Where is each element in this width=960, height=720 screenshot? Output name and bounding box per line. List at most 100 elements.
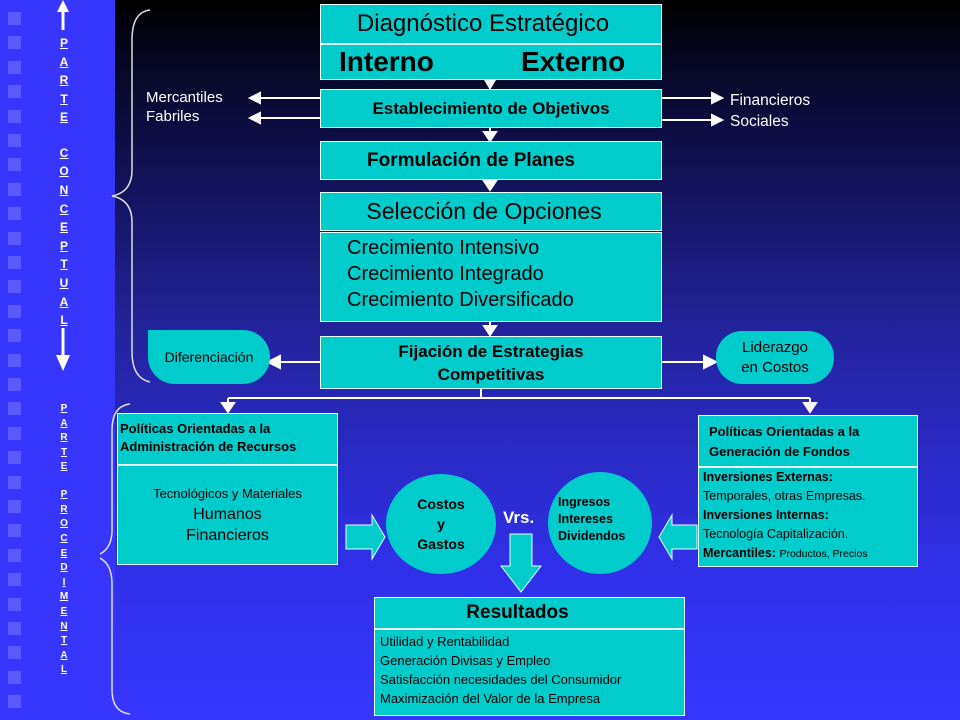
- side-letter: D: [60, 562, 68, 574]
- side-letter: T: [60, 446, 68, 458]
- strip-square: [8, 402, 21, 416]
- side-letter: E: [60, 461, 68, 473]
- planes-title: Formulación de Planes: [367, 149, 575, 171]
- side-letter: A: [60, 417, 68, 429]
- recursos-list-box: Tecnológicos y Materiales Humanos Financ…: [117, 465, 338, 565]
- objetivos-box: Establecimiento de Objetivos: [320, 89, 662, 128]
- planes-box: Formulación de Planes: [320, 141, 662, 180]
- mercantiles-fondos-text: Productos, Precios: [779, 548, 868, 560]
- estrategias-box: Fijación de Estrategias Competitivas: [320, 336, 662, 389]
- side-letter: L: [60, 664, 68, 676]
- estrategias-title-line2: Competitivas: [437, 364, 545, 384]
- strip-square: [8, 109, 21, 123]
- fondos-title-line1: Políticas Orientadas a la: [709, 424, 860, 439]
- estrategias-title-line1: Fijación de Estrategias: [398, 341, 584, 361]
- opcion-item: Crecimiento Diversificado: [347, 289, 574, 311]
- strip-square: [8, 646, 21, 660]
- ingresos-line: Ingresos: [558, 495, 611, 509]
- objetivos-title: Establecimiento de Objetivos: [372, 98, 610, 118]
- fabriles-label: Fabriles: [146, 108, 200, 125]
- side-letter: P: [60, 489, 68, 501]
- resultado-item: Satisfacción necesidades del Consumidor: [380, 672, 622, 687]
- strip-square: [8, 378, 21, 391]
- costos-line: Costos: [417, 496, 465, 512]
- side-letter: T: [60, 257, 68, 272]
- side-letter: E: [59, 110, 68, 125]
- inversiones-internas-label: Inversiones Internas:: [703, 508, 829, 522]
- strip-square: [8, 280, 21, 294]
- mercantiles-fondos-label: Mercantiles:: [703, 546, 776, 560]
- strip-square: [8, 353, 21, 367]
- side-letter: R: [60, 432, 68, 444]
- opciones-title-box: Selección de Opciones: [320, 192, 662, 231]
- strip-square: [8, 670, 21, 684]
- inversiones-externas-text: Temporales, otras Empresas.: [703, 489, 866, 503]
- inversiones-internas-text: Tecnología Capitalización.: [703, 527, 849, 541]
- costos-circle: Costos y Gastos: [386, 474, 496, 574]
- strip-square: [8, 36, 21, 50]
- side-letter: I: [62, 576, 66, 588]
- strip-square: [8, 304, 21, 318]
- side-letter: P: [59, 36, 68, 50]
- diagnostico-title: Diagnóstico Estratégico: [356, 10, 610, 37]
- side-letter: M: [59, 591, 69, 603]
- side-strip: [0, 0, 115, 720]
- side-letter: P: [60, 403, 68, 414]
- strip-square: [8, 524, 21, 538]
- side-letter: T: [60, 91, 68, 106]
- vertical-double-arrow: [56, 0, 70, 371]
- strip-square: [8, 548, 21, 562]
- strip-square: [8, 573, 21, 587]
- strip-square: [8, 329, 21, 343]
- fondos-list-box: Inversiones Externas: Temporales, otras …: [698, 467, 918, 567]
- costos-line: y: [437, 516, 445, 532]
- side-letter: U: [59, 275, 69, 290]
- side-letter: N: [60, 620, 68, 632]
- side-letter: R: [60, 503, 68, 515]
- side-letter: N: [59, 182, 69, 197]
- recursos-title-line2: Administración de Recursos: [120, 439, 297, 454]
- externo-label: Externo: [521, 46, 626, 77]
- recursos-title-line1: Políticas Orientadas a la: [120, 421, 271, 436]
- side-letter: A: [59, 294, 69, 309]
- recursos-item: Tecnológicos y Materiales: [153, 486, 302, 501]
- opciones-title: Selección de Opciones: [366, 198, 602, 224]
- resultados-title: Resultados: [466, 602, 569, 623]
- resultado-item: Utilidad y Rentabilidad: [380, 634, 510, 649]
- resultados-title-box: Resultados: [374, 597, 685, 629]
- ingresos-line: Intereses: [558, 512, 613, 526]
- side-letter: E: [60, 605, 68, 617]
- side-letter: C: [59, 201, 69, 216]
- strip-square: [8, 207, 21, 221]
- recursos-item: Financieros: [186, 527, 269, 544]
- resultado-item: Generación Divisas y Empleo: [380, 653, 551, 668]
- side-letter: O: [60, 518, 68, 530]
- strip-square: [8, 256, 21, 269]
- side-letter: O: [59, 164, 69, 179]
- side-letter: C: [60, 532, 68, 544]
- side-letter: E: [60, 547, 68, 559]
- side-letter: C: [59, 145, 69, 160]
- side-letter: R: [59, 73, 69, 88]
- sociales-label: Sociales: [730, 113, 789, 130]
- ingresos-circle: Ingresos Intereses Dividendos: [548, 472, 652, 574]
- strip-square: [8, 451, 21, 465]
- opciones-list-box: Crecimiento Intensivo Crecimiento Integr…: [320, 232, 662, 322]
- liderazgo-pill: Liderazgo en Costos: [716, 331, 834, 384]
- financieros-label: Financieros: [730, 92, 811, 109]
- strip-square: [8, 622, 21, 635]
- opcion-item: Crecimiento Intensivo: [347, 237, 540, 259]
- strip-square: [8, 500, 21, 513]
- inversiones-externas-label: Inversiones Externas:: [703, 470, 833, 484]
- side-letter: E: [59, 220, 68, 235]
- resultados-list-box: Utilidad y Rentabilidad Generación Divis…: [374, 629, 685, 716]
- resultado-item: Maximización del Valor de la Empresa: [380, 691, 601, 706]
- diagnostico-title-box: Diagnóstico Estratégico: [320, 4, 662, 44]
- fondos-title-line2: Generación de Fondos: [709, 444, 850, 459]
- strip-square: [8, 695, 21, 709]
- side-letter: T: [60, 635, 68, 647]
- diferenciacion-pill: Diferenciación: [148, 330, 270, 384]
- side-letter: L: [60, 313, 68, 328]
- strip-square: [8, 182, 21, 196]
